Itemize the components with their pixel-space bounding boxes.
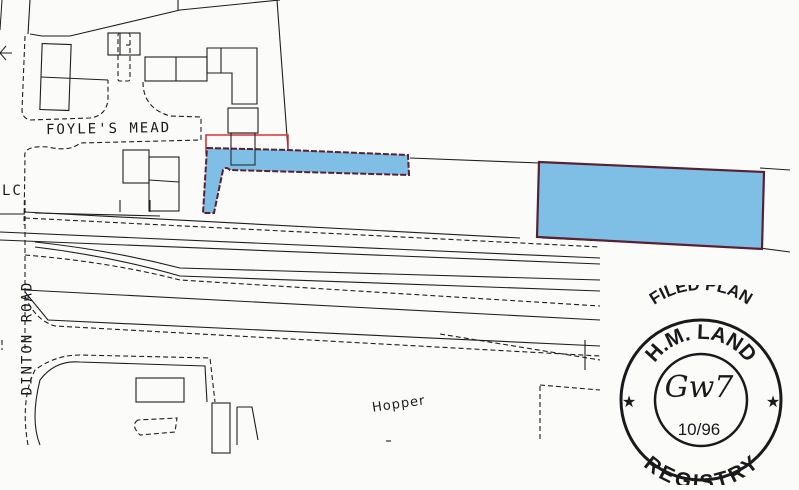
railway-tracks xyxy=(0,200,601,370)
western-parcel[interactable] xyxy=(201,132,411,214)
svg-text:REGISTRY: REGISTRY xyxy=(640,452,763,485)
foyles-mead-road xyxy=(21,32,202,226)
stamp-signature: Gw7 xyxy=(665,370,735,405)
svg-text:H.M. LAND: H.M. LAND xyxy=(641,321,761,367)
stamp-hm-land: H.M. LAND xyxy=(641,321,761,367)
lower-compound xyxy=(34,361,259,454)
hm-land-registry-stamp: FILED PLAN H.M. LAND REGISTRY ★ ★ Gw7 10… xyxy=(619,285,783,485)
railway-boundaries xyxy=(24,200,601,361)
stamp-date: 10/96 xyxy=(678,420,721,439)
svg-text:FILED PLAN: FILED PLAN xyxy=(646,285,756,308)
level-crossing-marker: LC xyxy=(2,183,23,199)
star-icon: ★ xyxy=(766,394,780,411)
lower-compound-dashed xyxy=(1,340,601,446)
stamp-registry: REGISTRY xyxy=(640,452,763,485)
north-arrow-icon xyxy=(0,0,12,61)
street-label-foyles-mead: FOYLE'S MEAD xyxy=(45,119,172,139)
street-label-dinton-road: DINTON ROAD xyxy=(19,280,36,396)
stamp-filed-plan: FILED PLAN xyxy=(646,285,756,308)
eastern-parcel[interactable] xyxy=(535,160,766,251)
star-icon: ★ xyxy=(622,394,636,411)
